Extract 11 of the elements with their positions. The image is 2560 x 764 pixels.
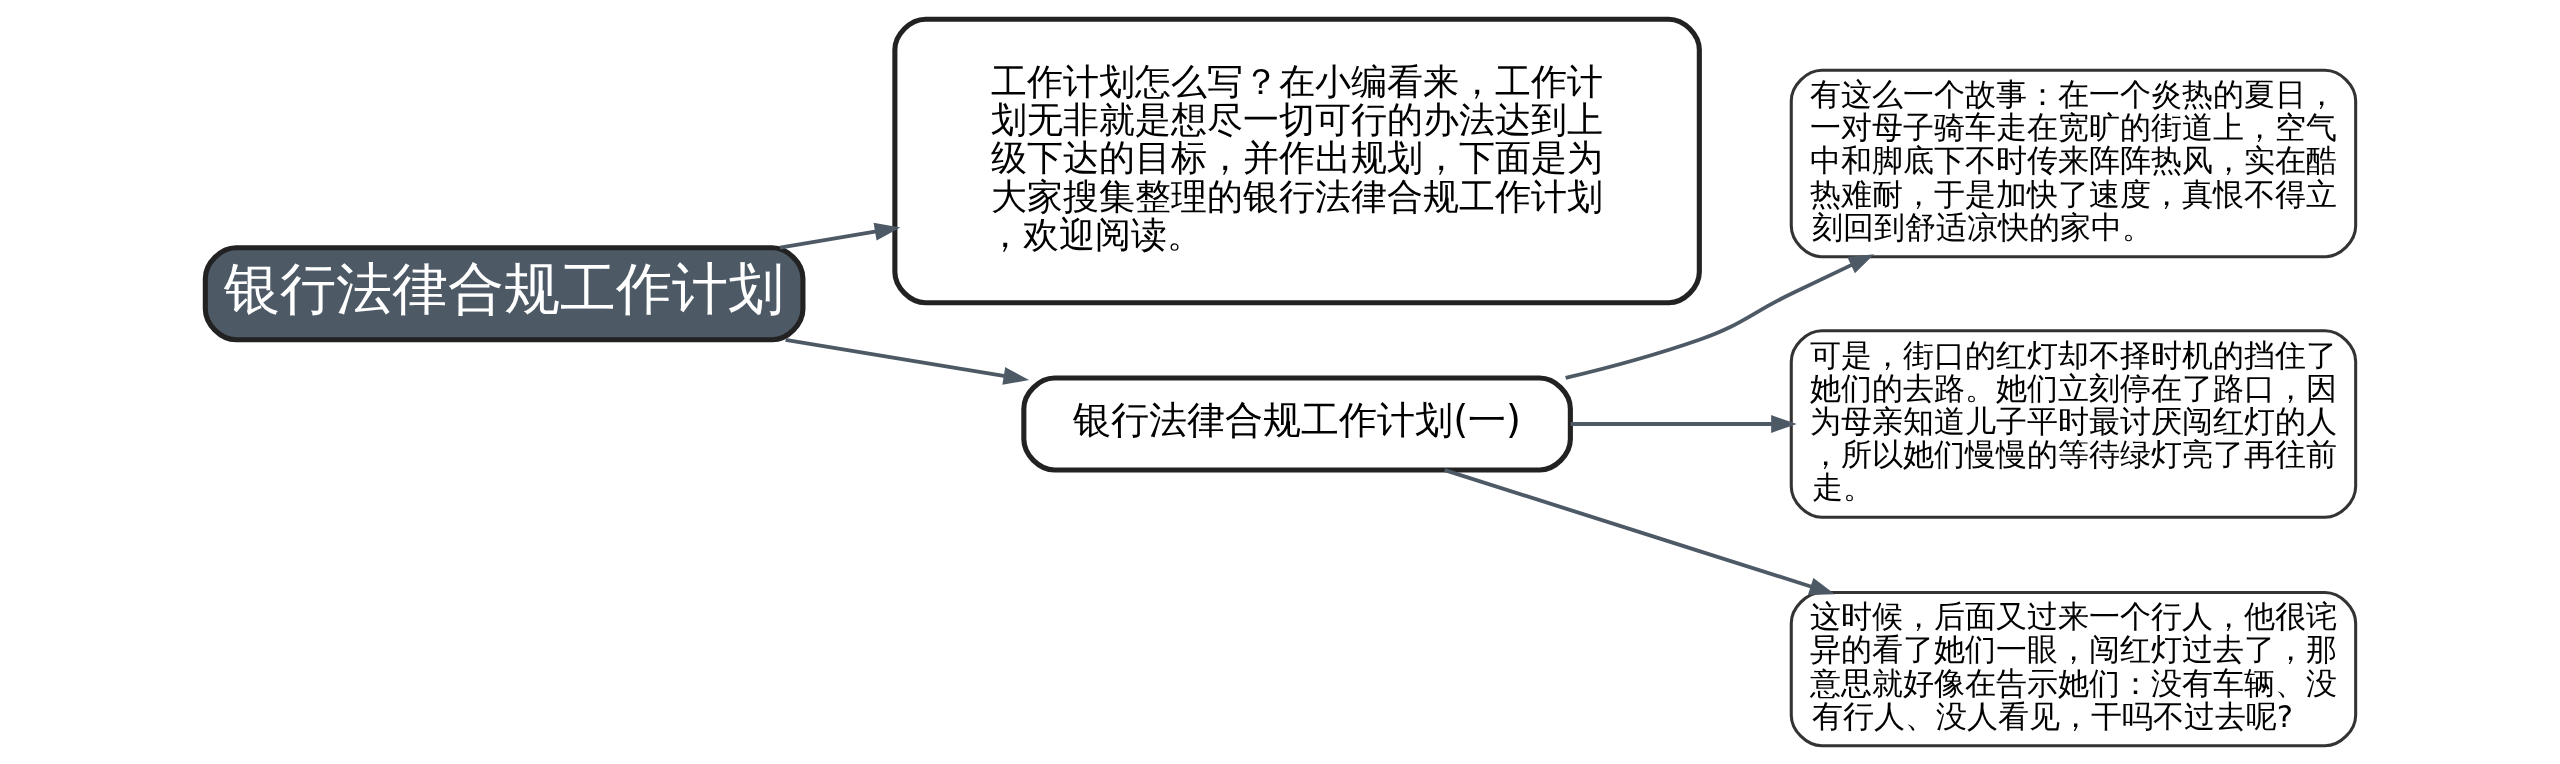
arrow — [1570, 414, 1797, 433]
arrow — [779, 222, 900, 250]
arrow — [1443, 467, 1835, 595]
node-box: 有这么一个故事：在一个炎热的夏日，一对母子骑车走在宽旷的街道上，空气中和脚底下不时传来阵阵热风，实在酷热难耐，于是加快了速度，真恨不得立刻回到舒适凉快的家中。 — [1789, 68, 2357, 258]
arrow — [784, 337, 1029, 385]
node-box: 这时候，后面又过来一个行人，他很诧异的看了她们一眼，闯红灯过去了，那意思就好像在告示她们：没有车辆、没有行人、没人看见，干吗不过去呢? — [1789, 590, 2357, 747]
node-box: 工作计划怎么写？在小编看来，工作计划无非就是想尽一切可行的办法达到上级下达的目标，并作出规划，下面是为大家搜集整理的银行法律合规工作计划，欢迎阅读。 — [891, 16, 1702, 305]
node-box: 银行法律合规工作计划(一) — [1020, 374, 1573, 473]
node-box: 银行法律合规工作计划 — [202, 244, 805, 342]
arrow — [1564, 253, 1874, 380]
node-box: 可是，街口的红灯却不择时机的挡住了她们的去路。她们立刻停在了路口，因为母亲知道儿子平时最讨厌闯红灯的人，所以她们慢慢的等待绿灯亮了再往前走。 — [1789, 328, 2357, 519]
